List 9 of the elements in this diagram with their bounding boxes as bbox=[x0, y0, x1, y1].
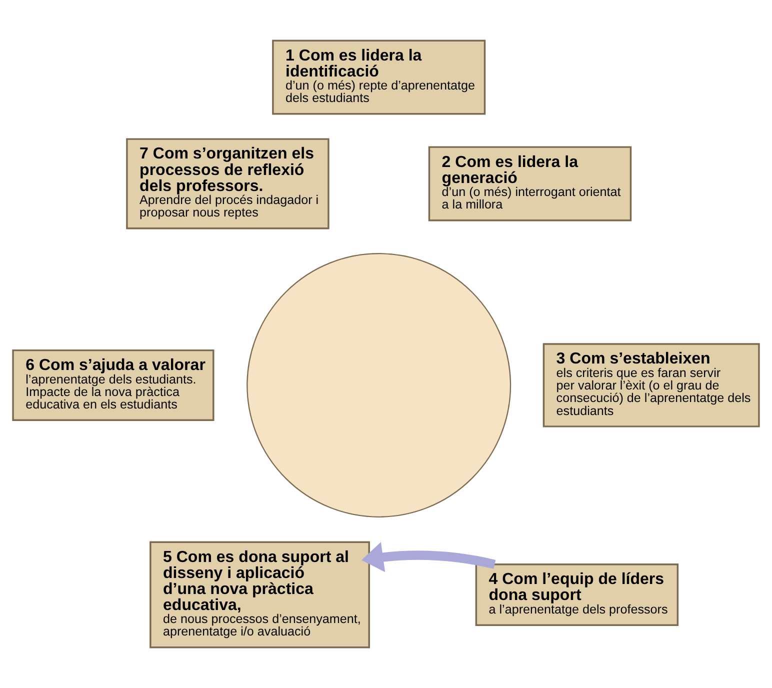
node-box: 3 Com s’estableixen els criteris que es faran servir per valorar l’èxit (o el grau de consecució) de l’aprenentatge dels estudiants bbox=[542, 343, 760, 428]
node-box: 2 Com es lidera la generació d’un (o més) interrogant orientat a la millora bbox=[428, 146, 632, 222]
node-circle bbox=[246, 252, 512, 518]
node-box: 1 Com es lidera la identificació d’un (o més) repte d’aprenentatge dels estudiants bbox=[272, 40, 486, 115]
node-box: 5 Com es dona suport al disseny i aplicació d’una nova pràctica educativa, de nous processos d’ensenyament, aprenentatge i/o avaluació bbox=[150, 541, 370, 648]
node-box: 7 Com s’organitzen els processos de reflexió dels professors. Aprendre del procés indagador i proposar nous reptes bbox=[126, 138, 330, 230]
node-box: 6 Com s’ajuda a valorar l’aprenentatge dels estudiants. Impacte de la nova pràctica educativa en els estudiants bbox=[12, 349, 214, 421]
node-box: 4 Com l’equip de líders dona suport a l’aprenentatge dels professors bbox=[475, 564, 679, 626]
arrow bbox=[362, 542, 496, 572]
